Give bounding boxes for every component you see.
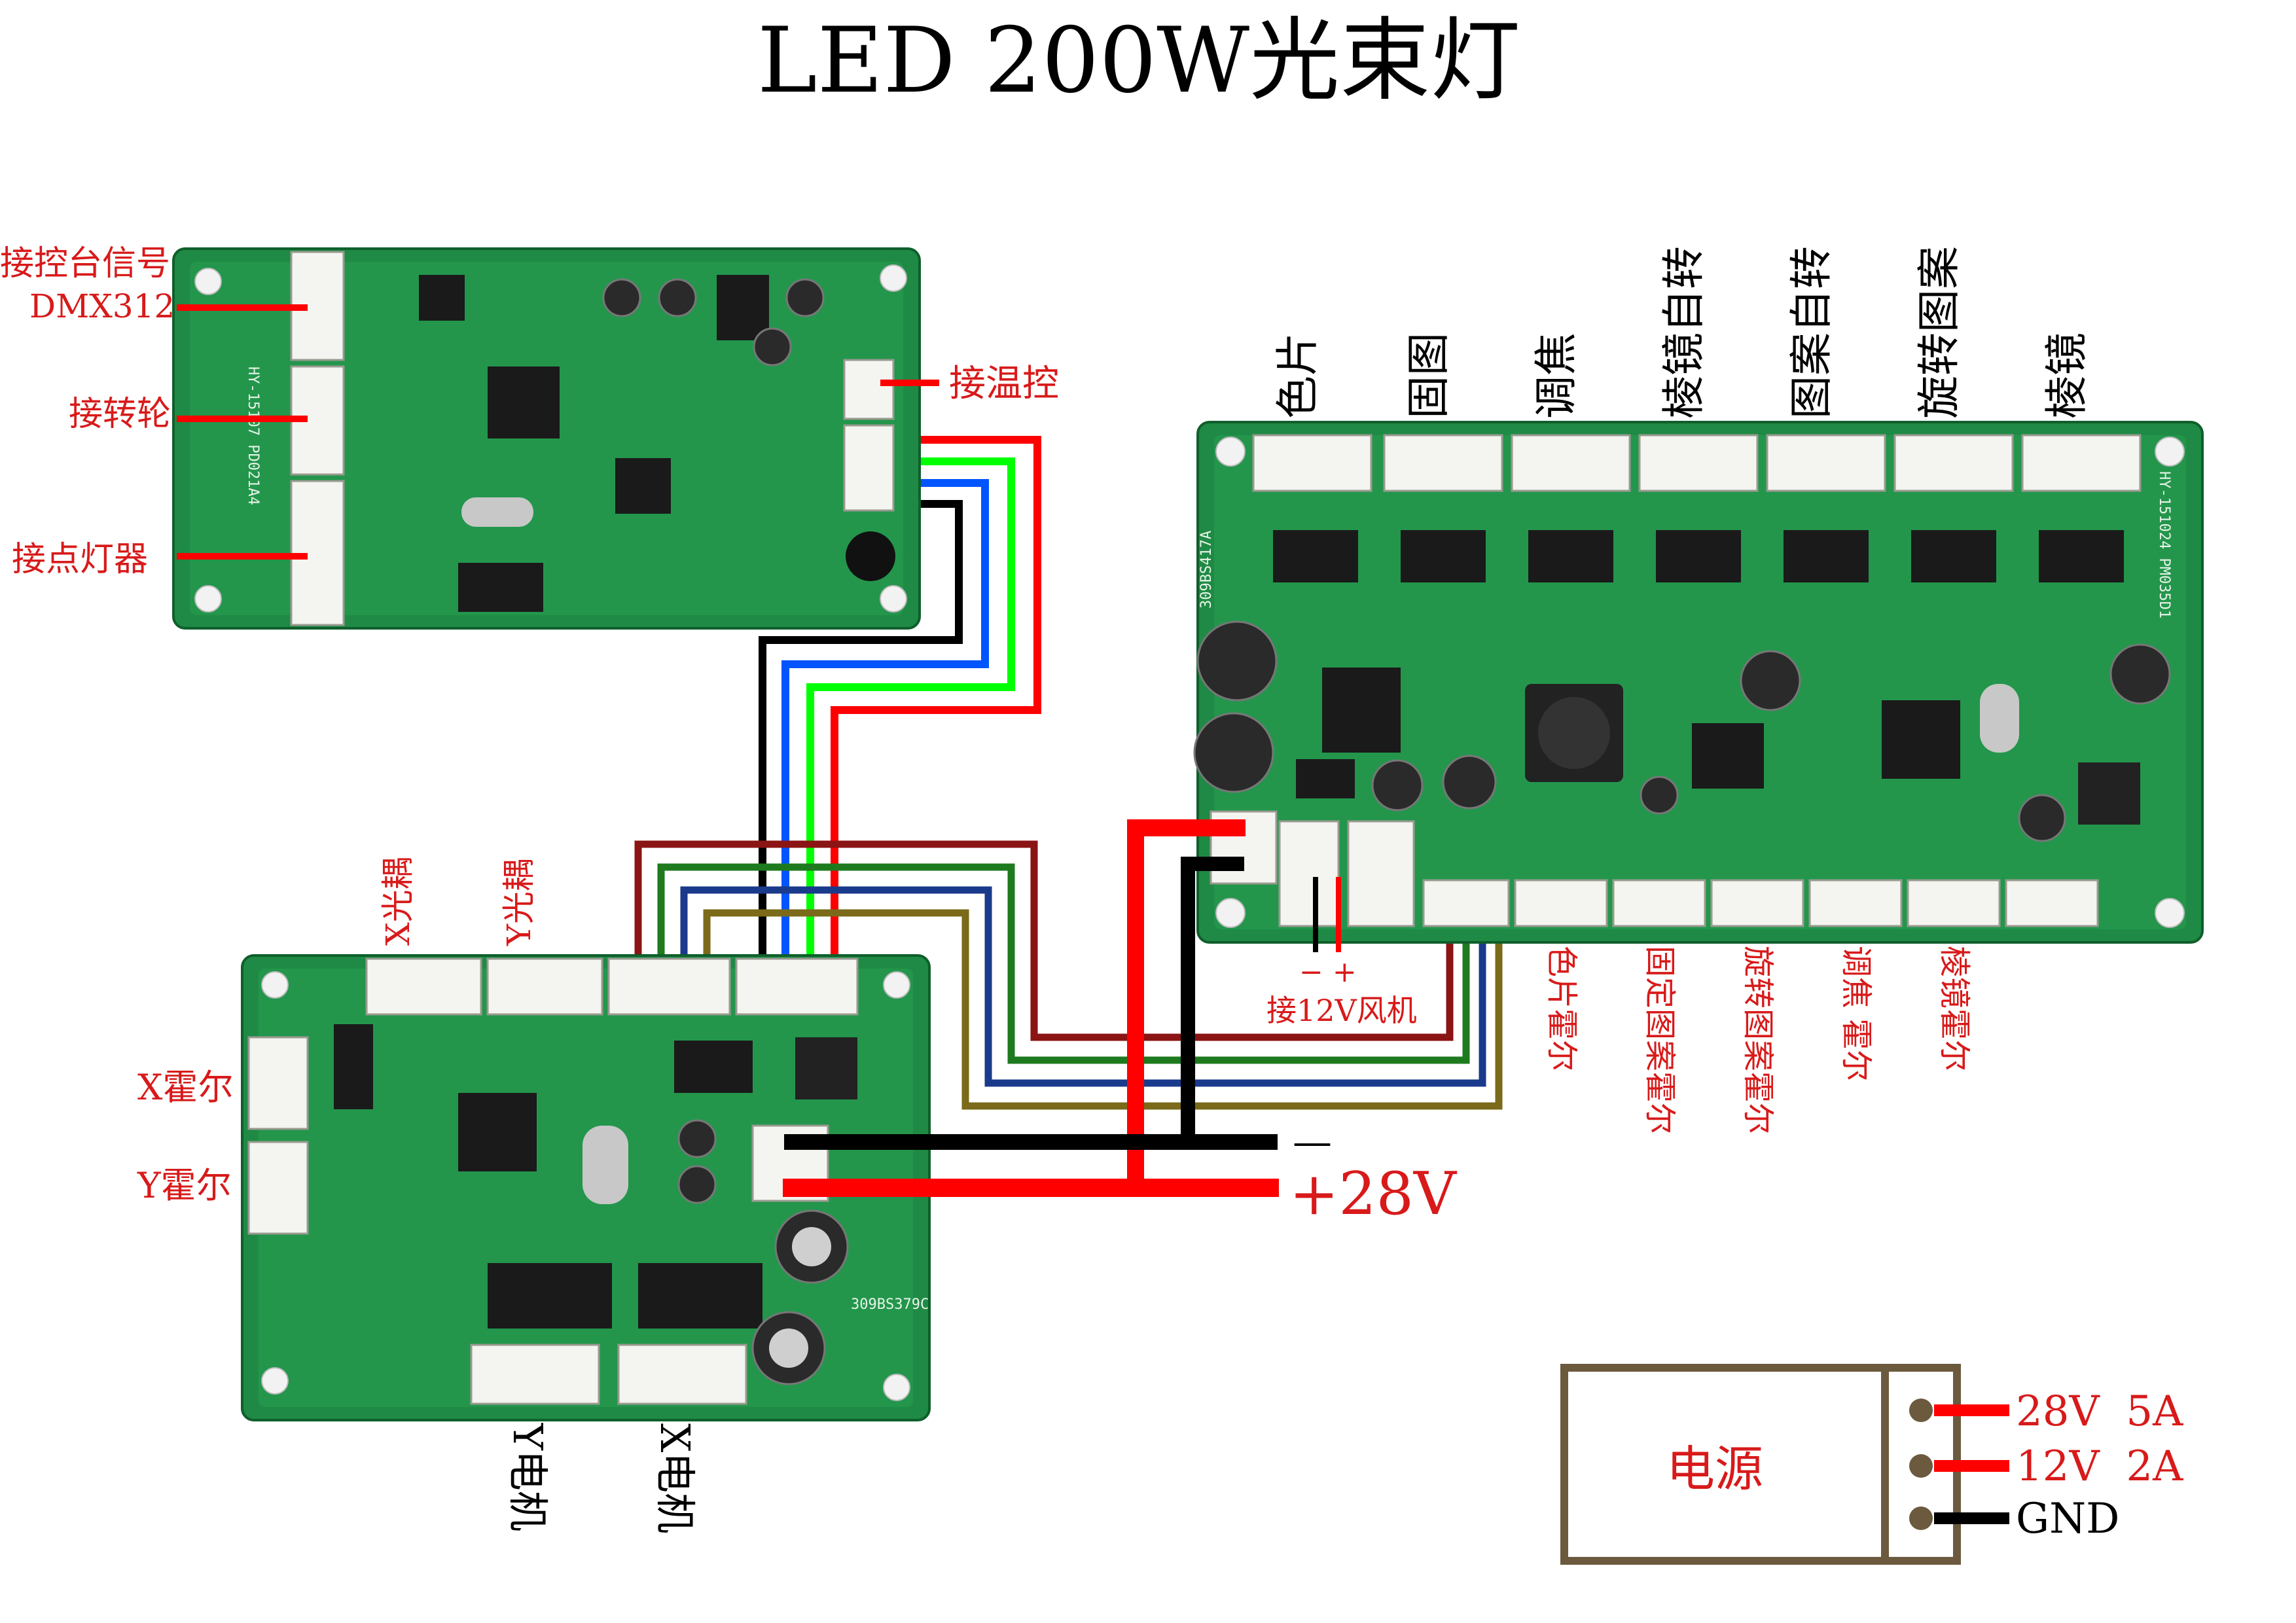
x-motor-connector bbox=[617, 1344, 747, 1405]
wire-blue-temp bbox=[781, 479, 989, 979]
driver-board: 309BS417A HY-151024 PM035D1 bbox=[1193, 421, 2204, 944]
temp-connector bbox=[843, 359, 895, 420]
driver-top-label-2: 固图 bbox=[1403, 332, 1454, 419]
wire-black-temp bbox=[759, 500, 963, 979]
driver-bottom-label-5: 棱镜霍尔 bbox=[1936, 946, 1973, 1071]
y-motor-label: Y电机 bbox=[504, 1423, 552, 1531]
driver-top-conn-2 bbox=[1383, 434, 1503, 492]
driver-bottom-conn-3 bbox=[1710, 879, 1804, 927]
motor-io-connector-a bbox=[607, 957, 731, 1016]
y-opto-label: Y光耦 bbox=[500, 859, 538, 946]
driver-top-labels: 色片 固图 调焦 棱镜自转 图案自转 旋转图案 棱镜 bbox=[1272, 246, 2092, 419]
temp-label: 接温控 bbox=[949, 363, 1059, 405]
driver-bottom-label-4: 调焦 霍尔 bbox=[1838, 946, 1874, 1081]
fan-polarity: − + bbox=[1299, 955, 1357, 989]
svg-text:HY-151024 PM035D1: HY-151024 PM035D1 bbox=[2156, 471, 2172, 618]
driver-top-label-1: 色片 bbox=[1272, 332, 1323, 419]
power-bus bbox=[783, 819, 1279, 1197]
driver-top-conn-7 bbox=[2021, 434, 2142, 492]
y-hall-connector bbox=[247, 1141, 309, 1235]
y-motor-connector bbox=[470, 1344, 600, 1405]
driver-top-label-3: 调焦 bbox=[1531, 332, 1581, 419]
dmx-label-line2: DMX312 bbox=[29, 287, 175, 325]
driver-bottom-label-3: 旋转图案霍尔 bbox=[1740, 946, 1776, 1134]
motor-board: 309BS379C bbox=[241, 954, 931, 1421]
bus-black-vertical bbox=[1181, 857, 1244, 1149]
y-opto-connector bbox=[486, 957, 603, 1016]
driver-bottom-conn-5 bbox=[1907, 879, 2001, 927]
psu-output-28v: 28V 5A bbox=[2016, 1387, 2183, 1436]
driver-top-label-4: 棱镜自转 bbox=[1659, 246, 1709, 419]
driver-top-conn-4 bbox=[1638, 434, 1759, 492]
driver-bottom-label-1: 色片霍尔 bbox=[1543, 946, 1580, 1071]
wire-darkred bbox=[634, 840, 1454, 1041]
driver-top-conn-6 bbox=[1893, 434, 2014, 492]
x-motor-label: X电机 bbox=[651, 1423, 699, 1533]
control-board-labels: 接控台信号 DMX312 接转轮 接点灯器 接温控 bbox=[0, 244, 1059, 579]
driver-bottom-conn-6 bbox=[2005, 879, 2099, 927]
wire-darkgreen bbox=[657, 863, 1470, 1064]
bus-plus-label: +28V bbox=[1289, 1160, 1458, 1228]
motor-board-labels: X光耦 Y光耦 X霍尔 Y霍尔 Y电机 X电机 bbox=[137, 857, 699, 1533]
psu-terminal-28v bbox=[1909, 1399, 1933, 1422]
driver-top-conn-3 bbox=[1511, 434, 1631, 492]
driver-top-label-7: 棱镜 bbox=[2041, 332, 2092, 419]
driver-bottom-label-2: 固定图案霍尔 bbox=[1641, 946, 1678, 1134]
svg-text:HY-15107 PD021A4: HY-15107 PD021A4 bbox=[245, 366, 261, 505]
wire-red-temp bbox=[831, 436, 1041, 979]
wire-olive bbox=[703, 909, 1503, 1110]
svg-text:309BS417A: 309BS417A bbox=[1198, 531, 1215, 609]
driver-top-label-5: 图案自转 bbox=[1786, 246, 1837, 419]
driver-top-conn-1 bbox=[1252, 434, 1372, 492]
driver-top-label-6: 旋转图案 bbox=[1914, 246, 1964, 419]
dmx-label-line1: 接控台信号 bbox=[0, 244, 170, 283]
bus-minus-label: — bbox=[1293, 1119, 1332, 1165]
wire-green-temp bbox=[806, 457, 1015, 979]
control-to-motor-wires bbox=[759, 436, 1041, 979]
psu-body bbox=[1560, 1364, 1961, 1565]
psu-terminal-gnd bbox=[1909, 1507, 1933, 1530]
power-supply: 电源 28V 5A 12V 2A GND bbox=[1560, 1364, 2183, 1565]
motor-to-driver-wires bbox=[634, 840, 1503, 1110]
x-opto-label: X光耦 bbox=[379, 857, 417, 946]
control-board: HY-15107 PD021A4 bbox=[172, 247, 921, 630]
psu-label: 电源 bbox=[1666, 1441, 1763, 1497]
wire-navy bbox=[680, 886, 1486, 1087]
driver-bottom-conn-1 bbox=[1514, 879, 1608, 927]
svg-text:309BS379C: 309BS379C bbox=[851, 1296, 929, 1313]
x-hall-label: X霍尔 bbox=[137, 1067, 233, 1108]
fan-wiring: − + 接12V风机 bbox=[1266, 877, 1417, 1028]
fan-conn bbox=[1347, 820, 1415, 927]
motor-io-connector-b bbox=[735, 957, 859, 1016]
fan-label: 接12V风机 bbox=[1266, 993, 1417, 1028]
wheel-label: 接转轮 bbox=[69, 395, 171, 434]
driver-bottom-labels: 色片霍尔 固定图案霍尔 旋转图案霍尔 调焦 霍尔 棱镜霍尔 bbox=[1543, 946, 1973, 1134]
driver-bottom-conn-4 bbox=[1808, 879, 1903, 927]
hall-bus-conn bbox=[1422, 879, 1510, 927]
x-hall-connector bbox=[247, 1036, 309, 1130]
x-opto-connector bbox=[365, 957, 482, 1016]
power-conn-driver bbox=[1278, 820, 1340, 927]
bus-red-vertical bbox=[1127, 819, 1246, 1196]
lamp-label: 接点灯器 bbox=[12, 540, 148, 579]
diagram-title: LED 200W光束灯 bbox=[757, 8, 1520, 113]
psu-terminal-12v bbox=[1909, 1454, 1933, 1478]
psu-output-gnd: GND bbox=[2016, 1495, 2119, 1543]
y-hall-label: Y霍尔 bbox=[137, 1165, 232, 1206]
driver-bottom-conn-2 bbox=[1612, 879, 1706, 927]
driver-top-conn-5 bbox=[1766, 434, 1886, 492]
io-connector bbox=[843, 424, 895, 512]
psu-output-12v: 12V 2A bbox=[2016, 1442, 2183, 1491]
